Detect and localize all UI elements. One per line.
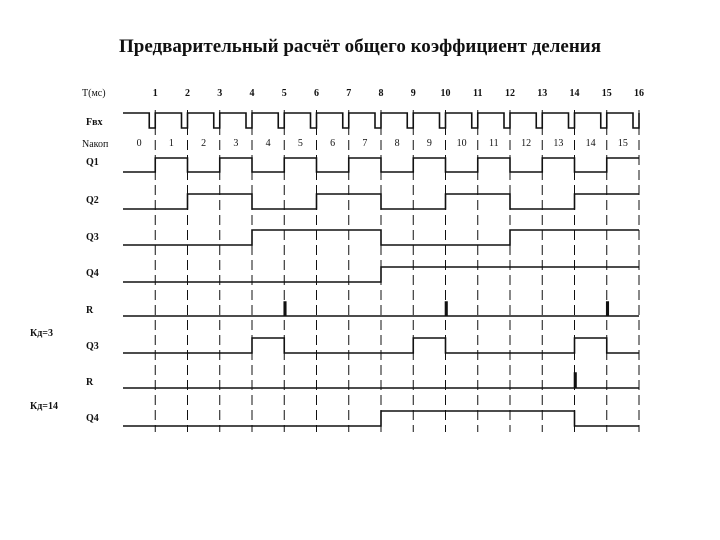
reset-waveform	[123, 301, 639, 317]
nakop-label: Nакоп	[82, 139, 109, 150]
clock-waveform	[123, 112, 640, 129]
nakop-value: 2	[201, 138, 206, 149]
nakop-value: 6	[330, 138, 335, 149]
signal-waveform	[123, 266, 639, 283]
nakop-value: 4	[266, 138, 271, 149]
signal-label: Q1	[86, 157, 99, 168]
slide-title: Предварительный расчёт общего коэффициен…	[118, 36, 602, 57]
time-tick-label: 9	[411, 88, 416, 99]
nakop-value: 10	[457, 138, 467, 149]
nakop-value: 13	[553, 138, 563, 149]
signal-waveform	[123, 229, 639, 246]
signal-waveform	[123, 410, 639, 427]
signal-label: Fвх	[86, 117, 103, 128]
nakop-value: 14	[586, 138, 596, 149]
time-tick-label: 1	[153, 88, 158, 99]
nakop-value: 15	[618, 138, 628, 149]
time-tick-label: 7	[346, 88, 351, 99]
time-axis-label: Т(мс)	[82, 88, 106, 99]
time-tick-label: 14	[570, 88, 580, 99]
signal-waveform	[123, 157, 639, 173]
nakop-value: 8	[395, 138, 400, 149]
signal-waveform	[123, 337, 639, 354]
time-tick-label: 12	[505, 88, 515, 99]
nakop-value: 0	[137, 138, 142, 149]
time-tick-label: 3	[217, 88, 222, 99]
time-tick-label: 13	[537, 88, 547, 99]
time-tick-label: 2	[185, 88, 190, 99]
nakop-value: 9	[427, 138, 432, 149]
time-tick-label: 15	[602, 88, 612, 99]
time-tick-label: 11	[473, 88, 482, 99]
nakop-value: 3	[233, 138, 238, 149]
signal-label: Q4	[86, 413, 99, 424]
signal-label: R	[86, 305, 94, 316]
kd3-label: Кд=3	[30, 328, 53, 339]
time-tick-label: 5	[282, 88, 287, 99]
reset-waveform	[123, 372, 639, 389]
signal-waveform	[123, 193, 639, 210]
nakop-value: 12	[521, 138, 531, 149]
time-tick-label: 16	[634, 88, 644, 99]
nakop-value: 5	[298, 138, 303, 149]
nakop-value: 11	[489, 138, 499, 149]
nakop-value: 1	[169, 138, 174, 149]
signal-label: R	[86, 377, 94, 388]
signal-label: Q3	[86, 232, 99, 243]
time-tick-label: 6	[314, 88, 319, 99]
time-tick-label: 10	[441, 88, 451, 99]
signal-label: Q3	[86, 341, 99, 352]
signal-label: Q2	[86, 195, 99, 206]
kd14-label: Кд=14	[30, 401, 58, 412]
time-tick-label: 8	[379, 88, 384, 99]
time-tick-label: 4	[250, 88, 255, 99]
signal-label: Q4	[86, 268, 99, 279]
nakop-value: 7	[362, 138, 367, 149]
